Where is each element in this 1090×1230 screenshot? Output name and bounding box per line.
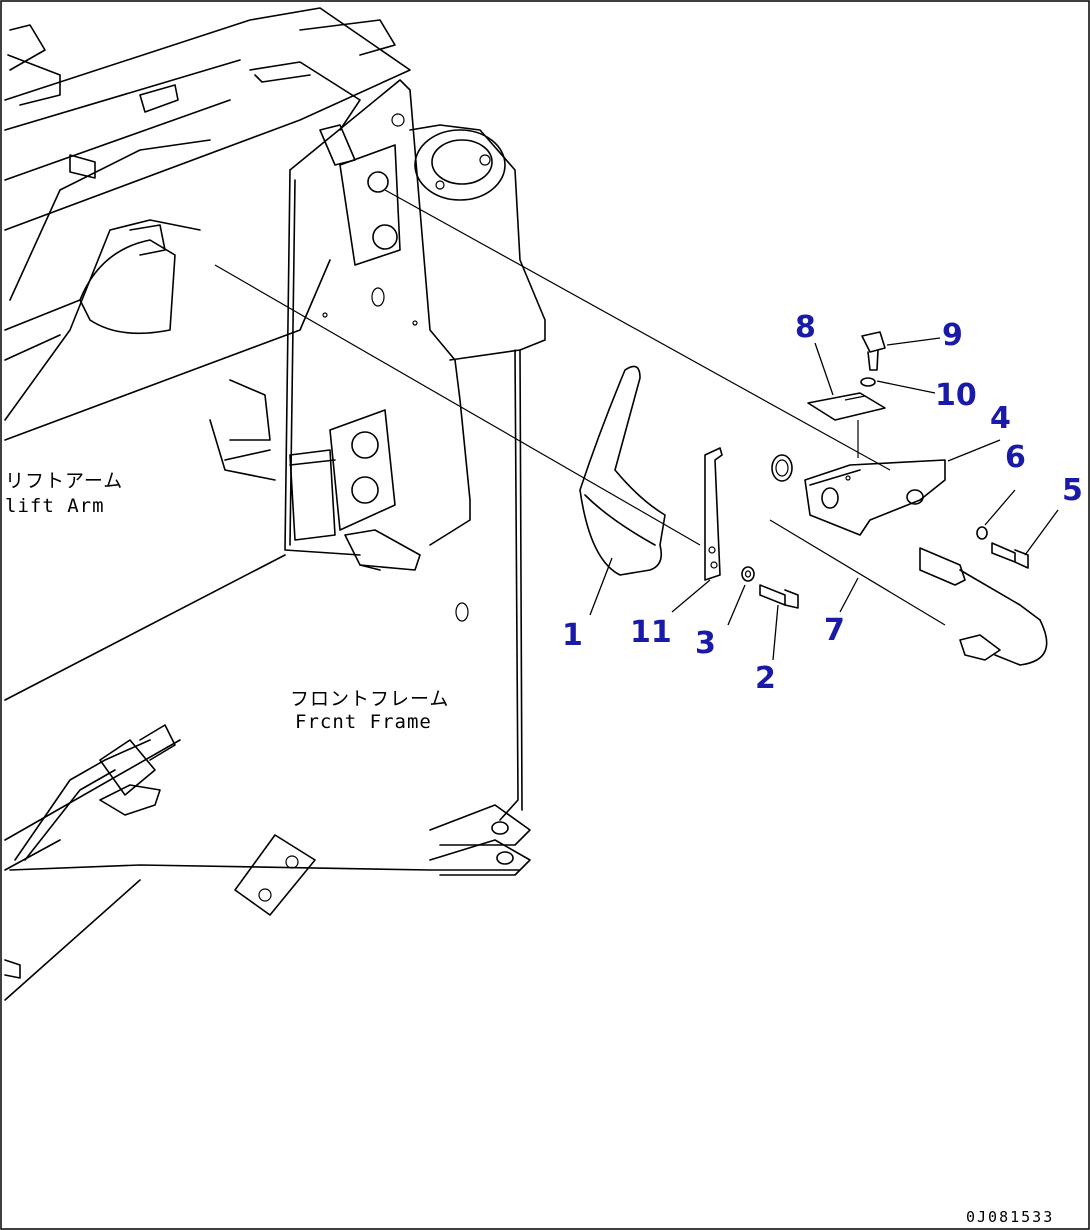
callout-leaders xyxy=(589,337,1059,661)
part-10-washer xyxy=(860,377,876,387)
callout-5: 5 xyxy=(1062,473,1083,508)
part-7-sensor xyxy=(771,454,1048,666)
callout-numbers: 1 2 3 4 5 6 7 8 9 10 11 xyxy=(562,310,1083,696)
part-1-guard xyxy=(579,365,666,576)
lift-arm xyxy=(4,7,411,481)
part-2-bolt xyxy=(759,584,799,609)
part-3-washer xyxy=(741,566,755,582)
callout-10: 10 xyxy=(935,378,977,413)
part-8-plate xyxy=(807,392,886,458)
drawing-code: 0J081533 xyxy=(966,1208,1054,1226)
part-5-bolt xyxy=(991,542,1029,569)
front-frame-label-en: Frcnt Frame xyxy=(295,711,432,733)
assembly-guide-lines xyxy=(214,189,946,626)
callout-8: 8 xyxy=(795,310,816,345)
part-4-bracket xyxy=(804,459,946,536)
front-frame-label-jp: フロントフレーム xyxy=(290,688,449,710)
callout-6: 6 xyxy=(1005,440,1026,475)
callout-2: 2 xyxy=(755,661,776,696)
front-frame xyxy=(4,79,546,1001)
callout-4: 4 xyxy=(990,401,1011,436)
component-labels: リフトアーム lift Arm フロントフレーム Frcnt Frame xyxy=(5,470,449,733)
part-6-washer xyxy=(976,526,988,540)
lift-arm-label-en: lift Arm xyxy=(5,495,105,517)
callout-9: 9 xyxy=(942,318,963,353)
callout-3: 3 xyxy=(695,626,716,661)
lift-arm-label-jp: リフトアーム xyxy=(5,470,123,492)
part-11-plate xyxy=(704,447,723,581)
part-9-bolt xyxy=(861,331,886,371)
callout-7: 7 xyxy=(824,613,845,648)
callout-11: 11 xyxy=(630,615,672,650)
callout-1: 1 xyxy=(562,618,583,653)
